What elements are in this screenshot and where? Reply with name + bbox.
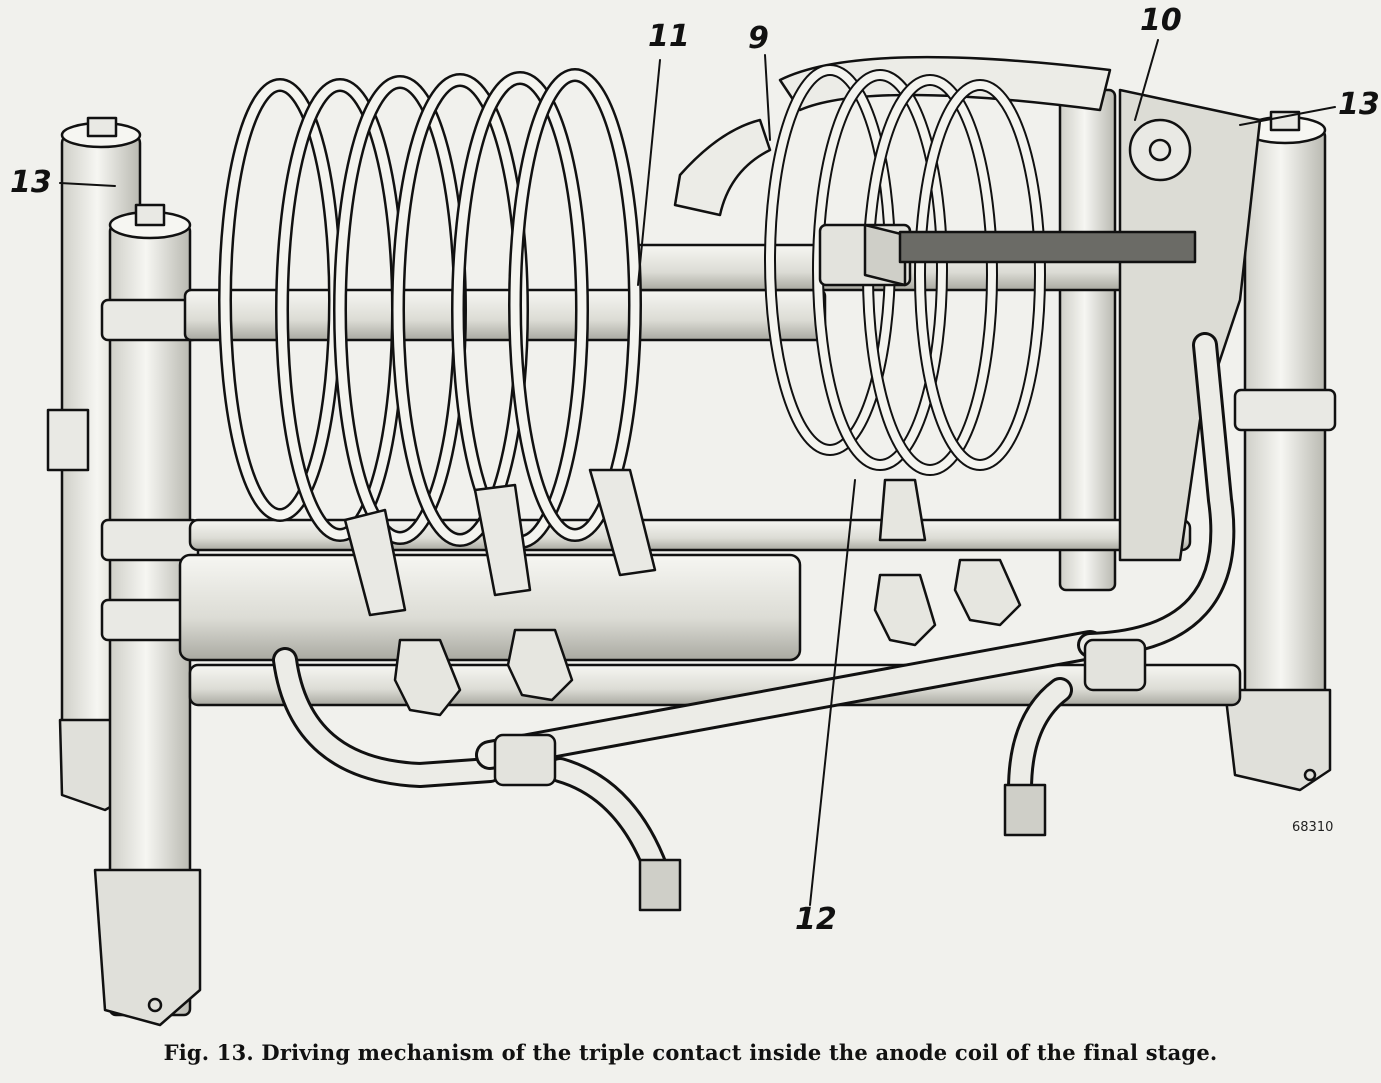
label-11: 11 [648,19,690,54]
triple-contact-carriage [818,118,1197,287]
drawing-number: 68310 [1292,820,1334,835]
coil-clamps [343,468,657,617]
label-10: 10 [1140,3,1182,38]
figure-caption: Fig. 13. Driving mechanism of the triple… [163,1040,1218,1065]
label-13-right: 13 [1338,87,1380,122]
label-12: 12 [795,902,837,937]
label-9: 9 [748,21,769,56]
cooling-pipes [272,332,1236,912]
label-13-left: 13 [10,165,52,200]
frame-post-back-right [1058,88,1117,592]
frame-post-right [1223,110,1337,792]
contact-knobs [393,478,1022,717]
frame-post-front-left [93,203,202,1027]
leader-lines [59,39,1336,906]
strap-coil-9 [673,55,1112,476]
